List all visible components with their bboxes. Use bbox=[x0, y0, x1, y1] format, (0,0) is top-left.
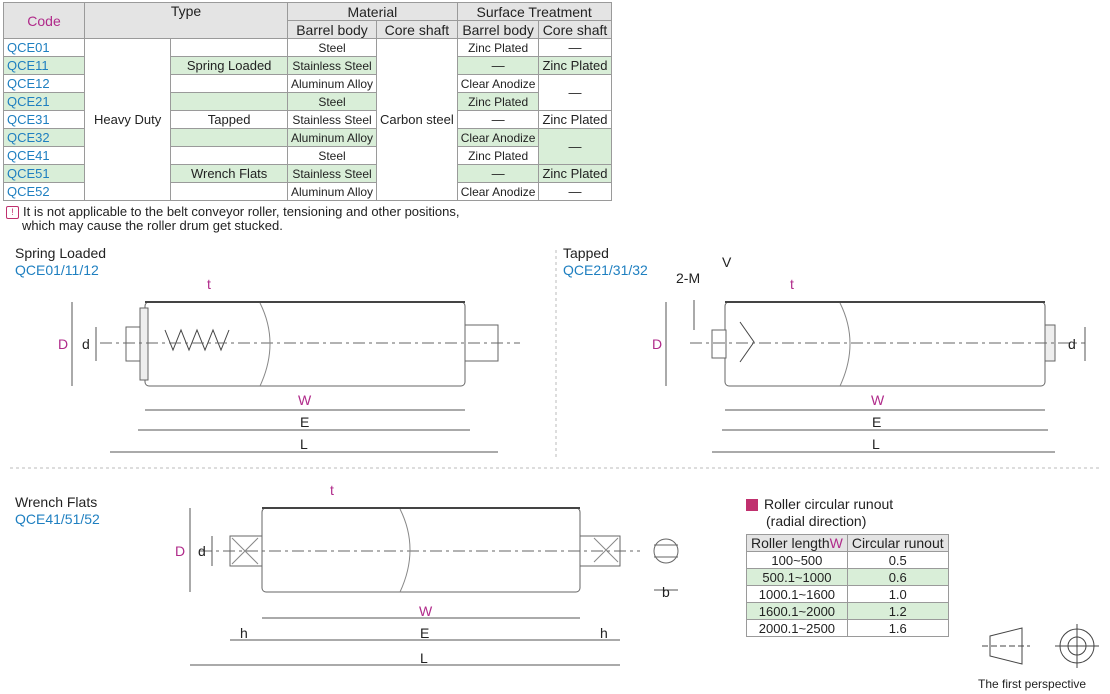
dim-t-spring: t bbox=[207, 276, 211, 292]
wrench-roller-drawing bbox=[200, 507, 679, 593]
surf-core-cell: Zinc Plated bbox=[538, 56, 612, 75]
header-surf-barrel: Barrel body bbox=[456, 20, 540, 39]
surf-core-cell: — bbox=[538, 182, 612, 201]
runout-length: 100~500 bbox=[746, 551, 848, 569]
heavy-duty-cell: Heavy Duty bbox=[83, 38, 172, 201]
note-line-1: It is not applicable to the belt conveyo… bbox=[23, 204, 460, 219]
spring-roller-drawing bbox=[100, 301, 520, 387]
surf-core-cell: Zinc Plated bbox=[538, 164, 612, 183]
header-code: Code bbox=[3, 2, 85, 39]
type-cell bbox=[170, 128, 288, 147]
spec-table: Code Type Material Surface Treatment Bar… bbox=[3, 2, 612, 201]
runout-value: 0.5 bbox=[846, 551, 949, 569]
first-perspective-symbol bbox=[982, 624, 1099, 668]
wrench-title: Wrench Flats bbox=[15, 494, 98, 510]
dim-d-spring: d bbox=[82, 336, 90, 352]
dim-d-tapped: d bbox=[1068, 336, 1076, 352]
spring-codes: QCE01/11/12 bbox=[15, 262, 99, 278]
surf-barrel-cell: — bbox=[456, 164, 540, 183]
dim-L-tapped: L bbox=[872, 436, 880, 452]
row-code: QCE01 bbox=[3, 38, 85, 57]
warning-note: ! It is not applicable to the belt convey… bbox=[6, 205, 460, 232]
barrel-cell: Steel bbox=[286, 92, 378, 111]
type-cell: Spring Loaded bbox=[170, 56, 288, 75]
dim-b-wrench: b bbox=[662, 584, 670, 600]
row-code: QCE52 bbox=[3, 182, 85, 201]
perspective-label: The first perspective bbox=[978, 677, 1087, 691]
runout-length: 2000.1~2500 bbox=[746, 619, 848, 637]
dim-W-tapped: W bbox=[871, 392, 885, 408]
dim-d-wrench: d bbox=[198, 543, 206, 559]
barrel-cell: Stainless Steel bbox=[286, 110, 378, 129]
row-code: QCE32 bbox=[3, 128, 85, 147]
dim-E-tapped: E bbox=[872, 414, 882, 430]
tapped-dimensions bbox=[665, 300, 1086, 453]
wrench-codes: QCE41/51/52 bbox=[15, 511, 100, 527]
runout-value: 0.6 bbox=[846, 568, 949, 586]
barrel-cell: Aluminum Alloy bbox=[286, 74, 378, 93]
dim-t-wrench: t bbox=[330, 482, 334, 498]
surf-barrel-cell: — bbox=[456, 56, 540, 75]
dim-h-right: h bbox=[600, 625, 608, 641]
header-surface: Surface Treatment bbox=[456, 2, 612, 21]
barrel-cell: Aluminum Alloy bbox=[286, 182, 378, 201]
dim-V-tapped: V bbox=[722, 254, 732, 270]
dim-E-spring: E bbox=[300, 414, 310, 430]
dim-D-spring: D bbox=[58, 336, 69, 352]
barrel-cell: Steel bbox=[286, 38, 378, 57]
spring-title: Spring Loaded bbox=[15, 245, 107, 261]
dim-L-spring: L bbox=[300, 436, 308, 452]
dim-W-spring: W bbox=[298, 392, 312, 408]
dim-h-left: h bbox=[240, 625, 248, 641]
wrench-dimensions bbox=[189, 508, 678, 666]
tapped-title: Tapped bbox=[563, 245, 609, 261]
tapped-roller-drawing bbox=[690, 301, 1085, 387]
surf-core-cell: — bbox=[538, 128, 612, 165]
surf-barrel-cell: — bbox=[456, 110, 540, 129]
dim-D-tapped: D bbox=[652, 336, 663, 352]
tapped-codes: QCE21/31/32 bbox=[563, 262, 648, 278]
dim-W-wrench: W bbox=[419, 603, 433, 619]
barrel-cell: Stainless Steel bbox=[286, 56, 378, 75]
surf-core-cell: — bbox=[538, 74, 612, 111]
carbon-steel-cell: Carbon steel bbox=[376, 38, 458, 201]
runout-value: 1.6 bbox=[846, 619, 949, 637]
surf-barrel-cell: Clear Anodize bbox=[456, 128, 540, 147]
runout-length: 1000.1~1600 bbox=[746, 585, 848, 603]
runout-value: 1.0 bbox=[846, 585, 949, 603]
runout-bullet-icon bbox=[746, 499, 758, 512]
runout-title-row: Roller circular runout bbox=[746, 496, 893, 512]
runout-col-value: Circular runout bbox=[846, 534, 949, 552]
runout-col-length: Roller lengthW bbox=[746, 534, 848, 552]
row-code: QCE41 bbox=[3, 146, 85, 165]
row-code: QCE21 bbox=[3, 92, 85, 111]
dim-E-wrench: E bbox=[420, 625, 430, 641]
runout-value: 1.2 bbox=[846, 602, 949, 620]
surf-barrel-cell: Clear Anodize bbox=[456, 182, 540, 201]
row-code: QCE12 bbox=[3, 74, 85, 93]
runout-title: Roller circular runout bbox=[764, 496, 894, 512]
dim-t-tapped: t bbox=[790, 276, 794, 292]
surf-barrel-cell: Zinc Plated bbox=[456, 146, 540, 165]
runout-subtitle: (radial direction) bbox=[766, 513, 867, 529]
dim-M-tapped: 2-M bbox=[676, 270, 701, 286]
runout-length: 500.1~1000 bbox=[746, 568, 848, 586]
warning-icon: ! bbox=[6, 206, 19, 220]
note-line-2: which may cause the roller drum get stuc… bbox=[22, 218, 283, 234]
surf-barrel-cell: Zinc Plated bbox=[456, 92, 540, 111]
spring-dimensions bbox=[71, 302, 498, 453]
runout-length: 1600.1~2000 bbox=[746, 602, 848, 620]
dim-L-wrench: L bbox=[420, 650, 428, 666]
header-material: Material bbox=[287, 2, 458, 21]
header-mat-core: Core shaft bbox=[376, 20, 458, 39]
surf-barrel-cell: Zinc Plated bbox=[456, 38, 540, 57]
dim-D-wrench: D bbox=[175, 543, 186, 559]
header-mat-barrel: Barrel body bbox=[286, 20, 378, 39]
